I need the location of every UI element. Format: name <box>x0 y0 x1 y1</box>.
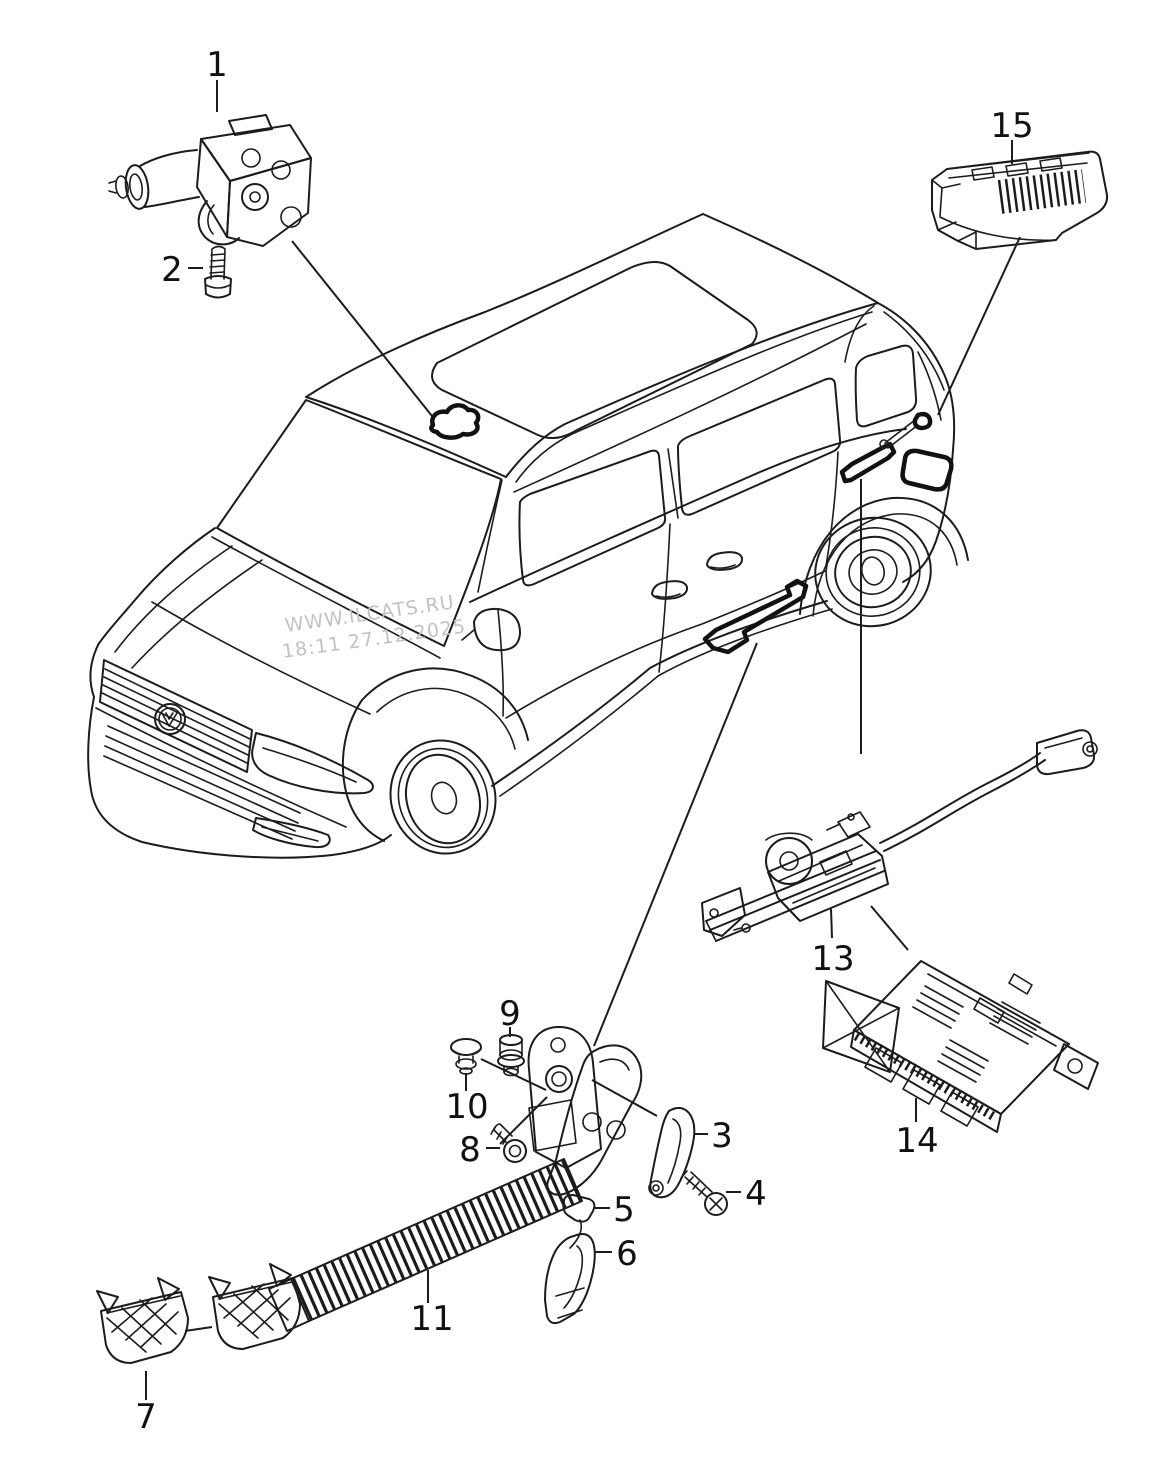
callout-15[interactable]: 15 <box>990 106 1033 146</box>
callout-9[interactable]: 9 <box>499 994 521 1034</box>
rail-end-cap <box>208 1263 301 1350</box>
part-1-drive-motor <box>108 114 312 247</box>
quarter-window <box>854 344 918 428</box>
door-handles <box>651 551 744 600</box>
callout-11[interactable]: 11 <box>410 1299 453 1339</box>
part-13-cable-drive-unit <box>701 729 1098 942</box>
part-2-screw <box>204 245 232 299</box>
callout-8[interactable]: 8 <box>459 1130 481 1170</box>
part-8-screw <box>490 1123 527 1163</box>
highlight-sill-track <box>702 578 809 655</box>
vw-logo <box>154 703 186 735</box>
callout-7[interactable]: 7 <box>135 1397 157 1437</box>
part-9-bolt <box>497 1034 525 1077</box>
part-10-grommet <box>450 1038 482 1075</box>
watermark: WWW.ILCATS.RU 18:11 27.12.2025 <box>281 591 468 663</box>
part-14-control-module <box>822 960 1099 1133</box>
highlight-quarter-trim <box>900 448 954 492</box>
part-3-curved-guide <box>648 1107 696 1199</box>
front-wheel <box>341 667 529 855</box>
leader-lines <box>145 80 1021 1400</box>
part-11-ribbed-guide-rail <box>268 1158 583 1332</box>
hinge-bracket-assembly <box>527 1026 643 1196</box>
part-6-curved-guide <box>544 1233 596 1325</box>
callout-14[interactable]: 14 <box>895 1121 938 1161</box>
part-7-end-cap <box>96 1277 189 1364</box>
front-door-window <box>518 449 667 587</box>
callout-5[interactable]: 5 <box>613 1190 635 1230</box>
callout-4[interactable]: 4 <box>745 1174 767 1214</box>
rear-wheel <box>799 496 969 628</box>
part-15-bracket <box>931 150 1109 250</box>
part-4-screw <box>680 1170 728 1216</box>
headlight <box>251 732 374 795</box>
highlight-roof-motor-location <box>429 403 481 440</box>
callout-6[interactable]: 6 <box>616 1234 638 1274</box>
side-mirror <box>461 607 521 652</box>
highlight-pillar-track <box>839 411 933 484</box>
callout-10[interactable]: 10 <box>445 1087 488 1127</box>
vehicle-line-art <box>87 213 969 859</box>
front-bumper <box>95 707 347 849</box>
sliding-door-window <box>677 377 842 516</box>
grille <box>99 659 253 773</box>
callout-2[interactable]: 2 <box>161 250 183 290</box>
callout-1[interactable]: 1 <box>206 45 228 85</box>
callout-labels: 1 2 3 4 5 6 7 8 9 10 11 13 14 15 <box>135 45 1033 1437</box>
panoramic-sunroof <box>431 261 758 440</box>
callout-13[interactable]: 13 <box>811 939 854 979</box>
callout-3[interactable]: 3 <box>711 1116 733 1156</box>
